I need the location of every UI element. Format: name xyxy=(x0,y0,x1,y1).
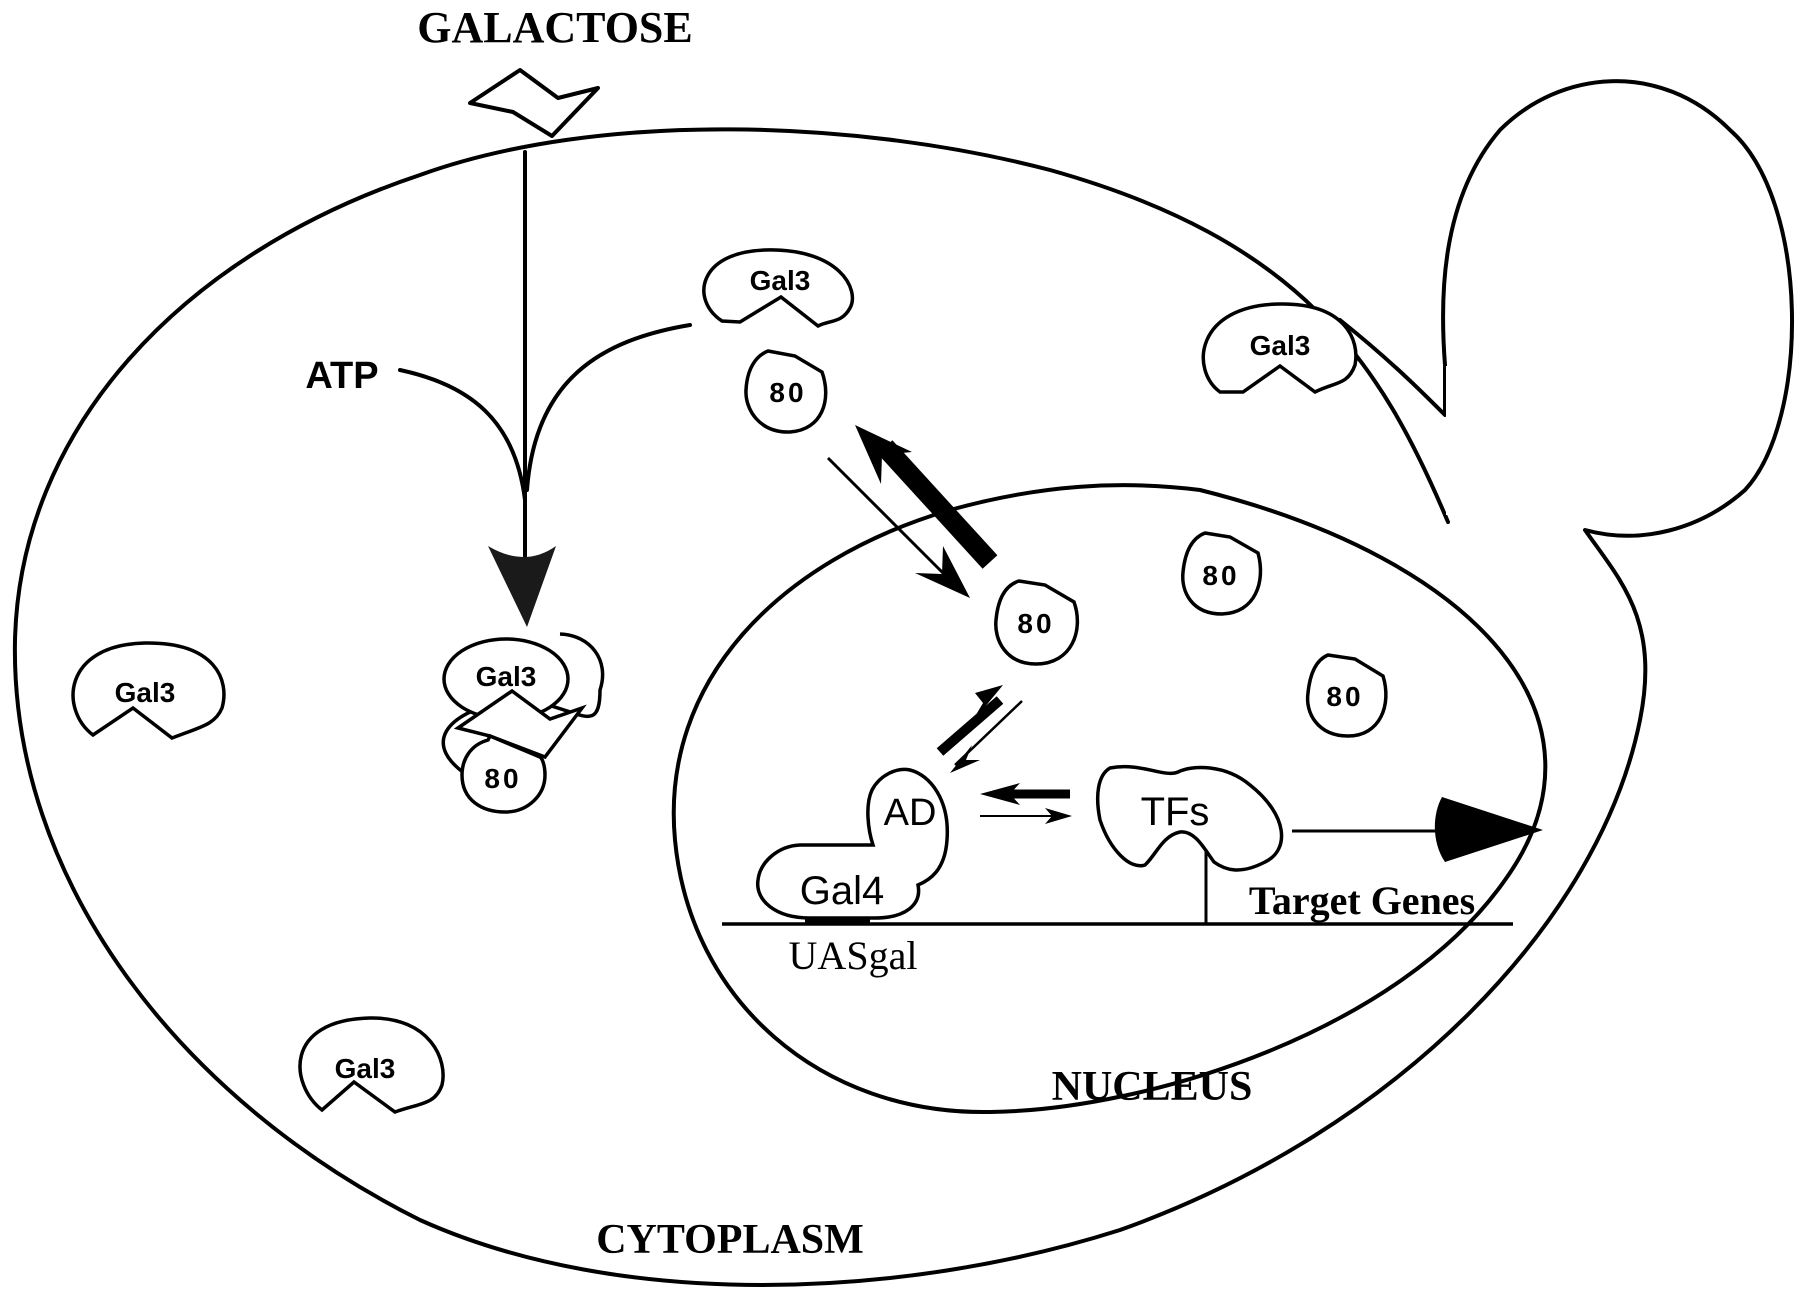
svg-text:Gal3: Gal3 xyxy=(335,1053,396,1084)
gal3-protein: Gal3 xyxy=(71,641,226,740)
svg-text:Gal3: Gal3 xyxy=(115,677,176,708)
gal80-protein: 80 xyxy=(1181,531,1263,616)
svg-text:80: 80 xyxy=(484,763,521,794)
nucleus-label: NUCLEUS xyxy=(1052,1064,1253,1110)
svg-text:Gal4: Gal4 xyxy=(800,869,885,913)
galactose-molecule-icon xyxy=(468,68,600,138)
gal80-release-arrow-icon xyxy=(936,685,1004,756)
uas-label: UASgal xyxy=(789,933,918,978)
gal3-curve xyxy=(525,323,692,492)
svg-text:Gal3: Gal3 xyxy=(476,661,537,692)
svg-text:80: 80 xyxy=(1202,560,1239,591)
gal80-protein: 80 xyxy=(994,579,1080,666)
cell-membrane xyxy=(12,79,1795,1287)
tf-release-arrow-icon xyxy=(980,808,1072,824)
nuclear-export-arrow-icon xyxy=(855,425,998,569)
svg-text:TFs: TFs xyxy=(1141,790,1210,834)
gal80-binding-arrow-icon xyxy=(950,700,1023,773)
nuclear-import-arrow-icon xyxy=(826,456,970,598)
nucleus-membrane xyxy=(671,483,1548,1115)
gal3-gal80-complex: Gal3 80 xyxy=(441,632,605,814)
svg-text:AD: AD xyxy=(884,792,937,834)
target-genes-label: Target Genes xyxy=(1249,878,1475,923)
tf-recruit-arrow-icon xyxy=(980,783,1070,805)
transcription-arrow-icon xyxy=(1434,797,1543,862)
gal3-protein: Gal3 xyxy=(298,1016,445,1114)
cytoplasm-label: CYTOPLASM xyxy=(596,1217,864,1263)
tf-protein: TFs xyxy=(1096,765,1284,872)
activation-arrowhead-icon xyxy=(488,546,556,627)
gal3-protein: Gal3 xyxy=(702,248,855,329)
galactose-label: GALACTOSE xyxy=(417,3,693,52)
gal3-protein: Gal3 xyxy=(1201,302,1358,395)
bud-neck-cover xyxy=(1446,366,1480,515)
bud-neck-top xyxy=(1338,318,1447,417)
atp-label: ATP xyxy=(305,355,378,397)
svg-text:Gal3: Gal3 xyxy=(750,265,811,296)
svg-text:80: 80 xyxy=(1326,681,1363,712)
atp-curve xyxy=(398,368,527,502)
svg-text:80: 80 xyxy=(1017,608,1054,639)
svg-text:Gal3: Gal3 xyxy=(1250,330,1311,361)
gal4-protein: AD Gal4 xyxy=(756,767,949,920)
svg-text:80: 80 xyxy=(769,377,806,408)
gal80-protein: 80 xyxy=(744,349,828,434)
gal80-protein: 80 xyxy=(1305,653,1388,738)
